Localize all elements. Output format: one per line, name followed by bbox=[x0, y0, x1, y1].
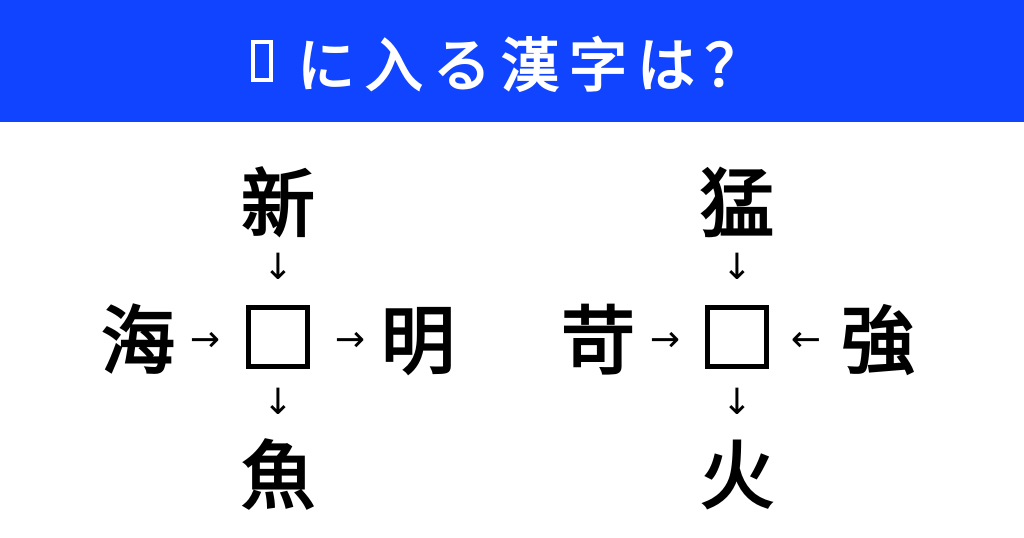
arrow-down-icon: ↓ bbox=[262, 247, 294, 288]
kanji-left: 海 bbox=[101, 299, 175, 385]
kanji-right: 明 bbox=[381, 299, 455, 385]
arrow-right-icon: → bbox=[649, 319, 681, 360]
blank-box bbox=[246, 305, 310, 369]
arrow-down-icon: ↓ bbox=[721, 382, 753, 423]
arrow-down-icon: ↓ bbox=[721, 247, 753, 288]
kanji-bottom: 魚 bbox=[241, 434, 315, 520]
arrow-left-icon: ← bbox=[790, 319, 822, 360]
blank-square-icon bbox=[250, 40, 273, 82]
title-text: に入る漢字は？ bbox=[296, 32, 773, 100]
arrow-down-icon: ↓ bbox=[262, 382, 294, 423]
header-banner: に入る漢字は？ bbox=[0, 0, 1024, 122]
kanji-bottom: 火 bbox=[700, 434, 774, 520]
arrow-right-icon: → bbox=[334, 319, 366, 360]
kanji-left: 苛 bbox=[561, 299, 635, 385]
page-title: に入る漢字は？ bbox=[250, 19, 773, 103]
kanji-top: 新 bbox=[241, 162, 315, 248]
kanji-top: 猛 bbox=[700, 162, 774, 248]
arrow-right-icon: → bbox=[189, 319, 221, 360]
kanji-right: 強 bbox=[841, 299, 915, 385]
blank-box bbox=[705, 305, 769, 369]
